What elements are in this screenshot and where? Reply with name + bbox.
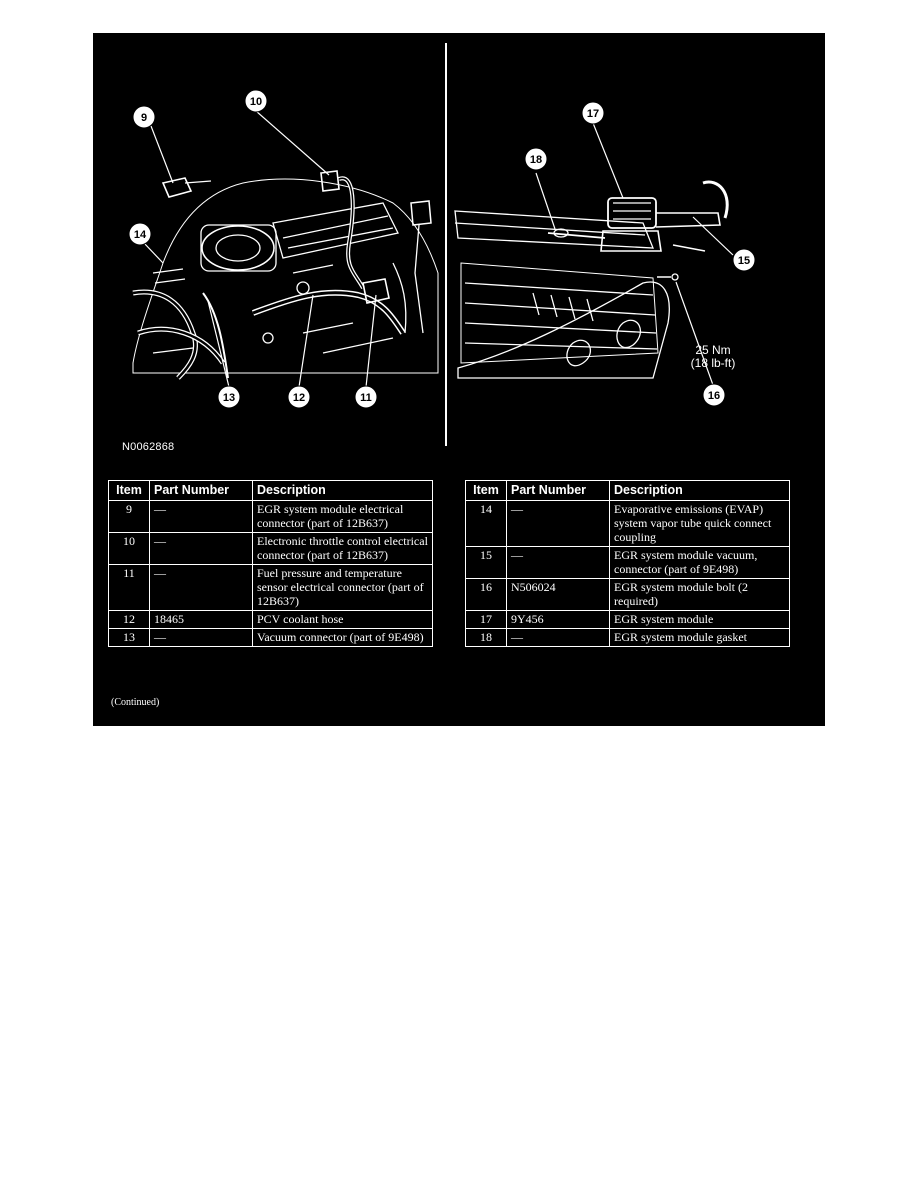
cell-description: Vacuum connector (part of 9E498) — [252, 628, 433, 647]
cell-item: 12 — [108, 610, 150, 629]
right-leaders — [535, 122, 734, 386]
cell-description: EGR system module electrical connector (… — [252, 500, 433, 533]
table-header-row: Item Part Number Description — [465, 480, 790, 501]
cell-item: 14 — [465, 500, 507, 547]
torque-metric: 25 Nm — [695, 343, 731, 357]
svg-text:15: 15 — [738, 255, 750, 267]
cell-item: 16 — [465, 578, 507, 611]
figure-id: N0062868 — [122, 441, 175, 453]
callout-9: 9 — [132, 105, 156, 129]
callout-11: 11 — [354, 385, 378, 409]
svg-text:16: 16 — [708, 390, 720, 402]
cell-item: 11 — [108, 564, 150, 611]
cell-part-number: — — [506, 500, 610, 547]
cell-description: EGR system module gasket — [609, 628, 790, 647]
left-engine-view — [132, 170, 439, 380]
table-row: 11—Fuel pressure and temperature sensor … — [108, 564, 433, 611]
cell-item: 17 — [465, 610, 507, 629]
table-row: 18—EGR system module gasket — [465, 628, 790, 647]
cell-description: Fuel pressure and temperature sensor ele… — [252, 564, 433, 611]
cell-item: 18 — [465, 628, 507, 647]
torque-spec: 25 Nm (18 lb-ft) — [673, 344, 753, 370]
cell-description: EGR system module — [609, 610, 790, 629]
parts-table-left-body: 9—EGR system module electrical connector… — [108, 500, 433, 647]
table-row: 10—Electronic throttle control electrica… — [108, 532, 433, 565]
cell-item: 13 — [108, 628, 150, 647]
callout-16: 16 — [702, 383, 726, 407]
cell-part-number: — — [149, 532, 253, 565]
cell-part-number: 18465 — [149, 610, 253, 629]
cell-part-number: — — [149, 628, 253, 647]
cell-part-number: — — [149, 564, 253, 611]
table-row: 9—EGR system module electrical connector… — [108, 500, 433, 533]
parts-table-right: Item Part Number Description 14—Evaporat… — [465, 480, 790, 647]
callout-10: 10 — [244, 89, 268, 113]
svg-text:9: 9 — [141, 112, 147, 124]
svg-text:10: 10 — [250, 96, 262, 108]
cell-description: EGR system module bolt (2 required) — [609, 578, 790, 611]
parts-table-left: Item Part Number Description 9—EGR syste… — [108, 480, 433, 647]
torque-imperial: (18 lb-ft) — [690, 356, 736, 370]
callout-15: 15 — [732, 248, 756, 272]
cell-part-number: — — [149, 500, 253, 533]
table-header-row: Item Part Number Description — [108, 480, 433, 501]
header-item: Item — [108, 480, 150, 501]
svg-text:17: 17 — [587, 108, 599, 120]
cell-part-number: — — [506, 628, 610, 647]
svg-text:12: 12 — [293, 392, 305, 404]
header-part-number: Part Number — [149, 480, 253, 501]
svg-text:18: 18 — [530, 154, 542, 166]
callout-12: 12 — [287, 385, 311, 409]
header-description: Description — [609, 480, 790, 501]
right-engine-view — [454, 180, 729, 379]
svg-text:11: 11 — [360, 392, 372, 404]
cell-part-number: 9Y456 — [506, 610, 610, 629]
table-row: 14—Evaporative emissions (EVAP) system v… — [465, 500, 790, 547]
table-row: 15—EGR system module vacuum, connector (… — [465, 546, 790, 579]
parts-table-right-body: 14—Evaporative emissions (EVAP) system v… — [465, 500, 790, 647]
engine-illustration: 9 10 14 13 12 11 — [128, 43, 756, 446]
cell-item: 15 — [465, 546, 507, 579]
callout-18: 18 — [524, 147, 548, 171]
cell-item: 10 — [108, 532, 150, 565]
figure-panel: 9 10 14 13 12 11 — [93, 33, 825, 726]
svg-text:14: 14 — [134, 229, 147, 241]
cell-description: EGR system module vacuum, connector (par… — [609, 546, 790, 579]
svg-text:13: 13 — [223, 392, 235, 404]
header-part-number: Part Number — [506, 480, 610, 501]
cell-part-number: — — [506, 546, 610, 579]
callout-13: 13 — [217, 385, 241, 409]
cell-description: PCV coolant hose — [252, 610, 433, 629]
table-row: 13—Vacuum connector (part of 9E498) — [108, 628, 433, 647]
header-item: Item — [465, 480, 507, 501]
cell-item: 9 — [108, 500, 150, 533]
cell-part-number: N506024 — [506, 578, 610, 611]
callouts: 9 10 14 13 12 11 — [128, 89, 756, 409]
cell-description: Electronic throttle control electrical c… — [252, 532, 433, 565]
continued-note: (Continued) — [111, 697, 160, 708]
callout-14: 14 — [128, 222, 152, 246]
callout-17: 17 — [581, 101, 605, 125]
left-leaders — [143, 110, 377, 388]
header-description: Description — [252, 480, 433, 501]
cell-description: Evaporative emissions (EVAP) system vapo… — [609, 500, 790, 547]
